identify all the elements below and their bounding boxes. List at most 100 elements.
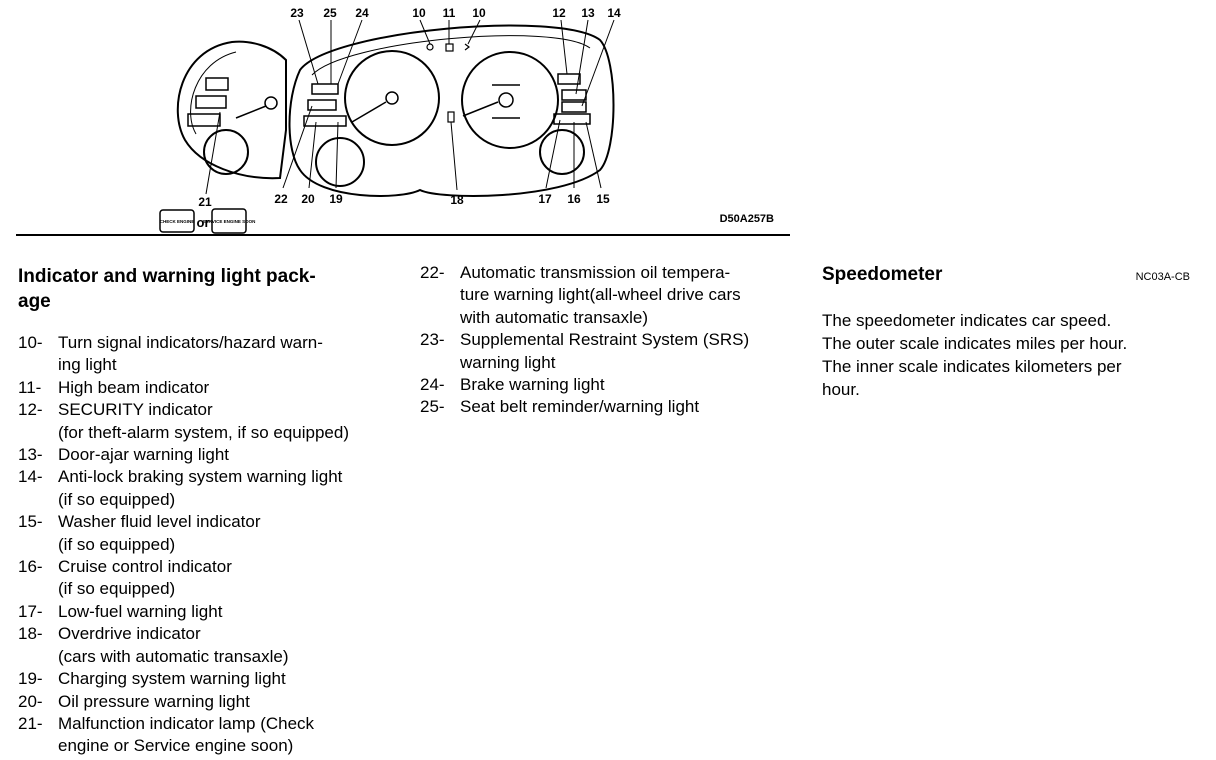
callout-21: 21 — [198, 195, 212, 209]
item-text: Oil pressure warning light — [58, 691, 398, 713]
item-text-line: SECURITY indicator — [58, 400, 213, 420]
item-number: 12- — [18, 400, 43, 420]
item-text-line: Supplemental Restraint System (SRS) — [460, 330, 750, 350]
left-pod-gauge — [203, 129, 249, 175]
callout-10-left: 10 — [412, 6, 426, 20]
item-text: High beam indicator — [58, 377, 398, 399]
item-text-line: Cruise control indicator — [58, 557, 232, 577]
item-text: Door-ajar warning light — [58, 444, 398, 466]
list-item: 22- Automatic transmission oil tempera-tu… — [420, 262, 800, 329]
callout-23: 23 — [290, 6, 304, 20]
description-line: The speedometer indicates car speed. — [822, 311, 1112, 330]
callout-13: 13 — [581, 6, 595, 20]
item-text-line: Charging system warning light — [58, 669, 286, 689]
main-cluster-outline — [288, 24, 615, 197]
item-number: 11- — [18, 377, 42, 397]
item-number: 21- — [18, 713, 43, 733]
list-item: 13- Door-ajar warning light — [18, 444, 398, 466]
item-text: Brake warning light — [460, 374, 800, 396]
list-item: 18- Overdrive indicator(cars with automat… — [18, 623, 398, 668]
callout-10-right: 10 — [472, 6, 486, 20]
list-item: 23-Supplemental Restraint System (SRS)wa… — [420, 329, 800, 374]
item-text-line: warning light — [460, 352, 556, 372]
callout-14: 14 — [607, 6, 621, 20]
item-text-line: Overdrive indicator — [58, 624, 201, 644]
item-number: 18- — [18, 624, 43, 644]
item-text-line: Seat belt reminder/warning light — [460, 397, 700, 417]
item-text: Seat belt reminder/warning light — [460, 396, 800, 418]
fuel-gauge — [315, 137, 365, 187]
item-text: Anti-lock braking system warning light(i… — [58, 466, 398, 511]
list-item: 16- Cruise control indicator(if so equipp… — [18, 556, 398, 601]
item-text: Washer fluid level indicator(if so equip… — [58, 511, 398, 556]
list-item: 24- Brake warning light — [420, 374, 800, 396]
speedometer-header: Speedometer NC03A-CB — [822, 262, 1202, 287]
item-number: 20- — [18, 691, 43, 711]
callout-18: 18 — [450, 193, 464, 207]
item-text: Overdrive indicator(cars with automatic … — [58, 623, 398, 668]
callout-11: 11 — [443, 6, 456, 20]
list-item: 17- Low-fuel warning light — [18, 601, 398, 623]
callouts-bottom: 21 22 20 19 18 17 16 15 — [198, 192, 610, 209]
item-text-line: (if so equipped) — [58, 534, 176, 554]
section-code: NC03A-CB — [1135, 271, 1190, 283]
callout-20: 20 — [301, 192, 315, 206]
item-text-line: (for theft-alarm system, if so equipped) — [58, 422, 350, 442]
item-text-line: Washer fluid level indicator — [58, 512, 261, 532]
speedometer-heading: Speedometer — [822, 264, 943, 285]
item-text-line: (if so equipped) — [58, 489, 176, 509]
figure-code: D50A257B — [720, 213, 774, 225]
list-item: 15- Washer fluid level indicator(if so eq… — [18, 511, 398, 556]
item-text: Low-fuel warning light — [58, 601, 398, 623]
item-number: 22- — [420, 263, 445, 282]
item-number: 16- — [18, 557, 43, 577]
list-item: 25-Seat belt reminder/warning light — [420, 396, 800, 418]
item-text-line: Oil pressure warning light — [58, 691, 250, 711]
item-text-line: Malfunction indicator lamp (Check — [58, 713, 315, 733]
list-item: 21- Malfunction indicator lamp (Check engi… — [18, 713, 398, 758]
indicator-list: 10- Turn signal indicators/hazard warn-in… — [18, 332, 398, 758]
item-number: 15- — [18, 512, 43, 532]
speedometer-dial — [344, 50, 440, 146]
tachometer-dial — [461, 51, 559, 149]
item-number: 14- — [18, 467, 43, 487]
callout-16: 16 — [567, 192, 581, 206]
item-text-line: ture warning light(all-wheel drive cars — [460, 285, 741, 305]
callout-22: 22 — [274, 192, 288, 206]
item-text: Automatic transmission oil tempera-ture … — [460, 262, 800, 329]
item-text: Charging system warning light — [58, 668, 398, 690]
left-pod-outline — [176, 40, 287, 180]
check-engine-legend: CHECK ENGINE or SERVICE ENGINE SOON — [159, 208, 256, 234]
description-line: The outer scale indicates miles per hour… — [822, 334, 1128, 353]
item-text-line: Automatic transmission oil tempera- — [460, 263, 731, 282]
item-text-line: (cars with automatic transaxle) — [58, 646, 289, 666]
item-text: SECURITY indicator(for theft-alarm syste… — [58, 399, 398, 444]
list-item: 11- High beam indicator — [18, 377, 398, 399]
list-item: 19- Charging system warning light — [18, 668, 398, 690]
item-number: 13- — [18, 445, 43, 465]
service-engine-label: SERVICE ENGINE SOON — [203, 219, 256, 224]
list-item: 12- SECURITY indicator(for theft-alarm sy… — [18, 399, 398, 444]
callout-19: 19 — [329, 192, 343, 206]
callout-15: 15 — [596, 192, 610, 206]
item-text: Cruise control indicator(if so equipped) — [58, 556, 398, 601]
item-text-line: (if so equipped) — [58, 579, 176, 599]
indicator-list-column-1: Indicator and warning light pack- age 10… — [18, 264, 398, 758]
section-divider — [16, 234, 790, 236]
item-text-line: with automatic transaxle) — [460, 307, 649, 327]
item-text-line: High beam indicator — [58, 377, 210, 397]
item-text-line: ing light — [58, 355, 117, 375]
item-text: Turn signal indicators/hazard warn-ing l… — [58, 332, 398, 377]
section-heading: Indicator and warning light pack- age — [18, 264, 398, 314]
check-engine-label: CHECK ENGINE — [160, 219, 195, 224]
item-number: 19- — [18, 669, 43, 689]
item-text-line: engine or Service engine soon) — [58, 736, 294, 756]
item-number: 17- — [18, 601, 43, 621]
description-line: hour. — [822, 380, 860, 399]
item-number: 24- — [420, 375, 445, 395]
indicator-list-continued: 22- Automatic transmission oil tempera-tu… — [420, 262, 800, 419]
callout-12: 12 — [552, 6, 566, 20]
item-text: Supplemental Restraint System (SRS)warni… — [460, 329, 800, 374]
list-item: 20- Oil pressure warning light — [18, 691, 398, 713]
item-number: 10- — [18, 333, 43, 352]
